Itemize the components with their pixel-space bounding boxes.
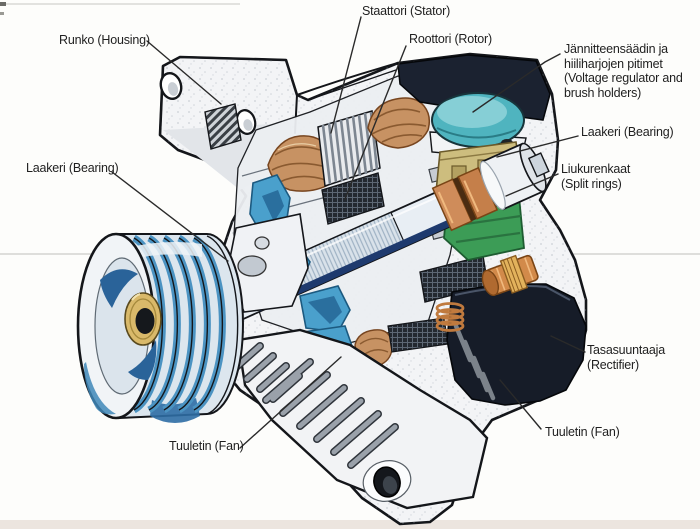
rotor (321, 172, 489, 353)
leader-liukurenkaat (505, 173, 559, 197)
front-bearing (227, 213, 309, 313)
stator (267, 97, 431, 367)
leader-staattori (330, 16, 362, 134)
label-tuuletin-bottom: Tuuletin (Fan) (169, 439, 244, 453)
leader-lines (111, 16, 586, 449)
leader-tasasuuntaaja (550, 335, 586, 353)
bearing-boss (237, 255, 267, 277)
leader-laakeri-right (496, 135, 579, 158)
rear-vent-slots (453, 323, 496, 401)
leader-roottori (344, 45, 407, 200)
pulley-shaft-nut (135, 308, 155, 334)
leader-tuuletin-right (499, 379, 542, 430)
leader-saadin (472, 53, 561, 113)
rotor-core-mesh (321, 172, 385, 225)
pulley-blue-shade-top (100, 269, 138, 308)
scan-band-bottom (0, 520, 700, 529)
label-laakeri-left: Laakeri (Bearing) (26, 161, 119, 175)
brush-spring (435, 302, 465, 332)
label-voltage-regulator: Jännitteensäädin ja hiiliharjojen pitime… (564, 42, 683, 100)
bearing-bolt (254, 236, 270, 250)
label-laakeri-right: Laakeri (Bearing) (581, 125, 674, 139)
pulley-grooves (133, 235, 239, 415)
output-terminal (481, 254, 539, 297)
leader-runko (146, 40, 222, 105)
cooling-fins (230, 342, 399, 469)
label-staattori: Staattori (Stator) (362, 4, 451, 18)
rectifier-housing (446, 283, 587, 406)
shaft-navy-stripe (257, 211, 470, 312)
pulley-blue-shade-bottom (128, 340, 157, 380)
label-tuuletin-right: Tuuletin (Fan) (545, 425, 620, 439)
drive-shaft (226, 142, 550, 321)
label-runko: Runko (Housing) (59, 33, 150, 47)
leader-tuuletin-bottom (239, 356, 342, 449)
bracket-hatched-rib (204, 103, 242, 150)
leader-laakeri-left (111, 171, 229, 262)
bottom-foot (230, 328, 489, 510)
label-roottori: Roottori (Rotor) (409, 32, 492, 46)
pulley (76, 232, 244, 423)
label-liukurenkaat: Liukurenkaat (Split rings) (561, 162, 631, 191)
label-tasasuuntaaja: Tasasuuntaaja (Rectifier) (587, 343, 666, 372)
